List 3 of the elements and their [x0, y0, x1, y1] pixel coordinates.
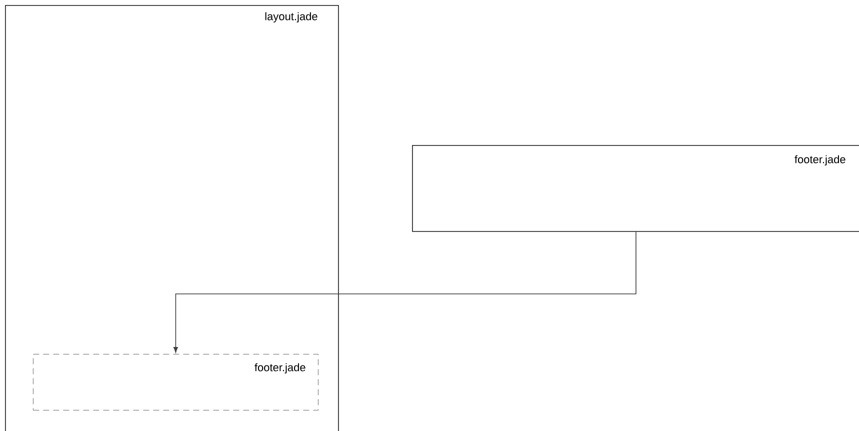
file-box: footer.jade — [33, 354, 318, 410]
arrow — [173, 232, 636, 353]
file-box: footer.jade — [412, 145, 859, 232]
